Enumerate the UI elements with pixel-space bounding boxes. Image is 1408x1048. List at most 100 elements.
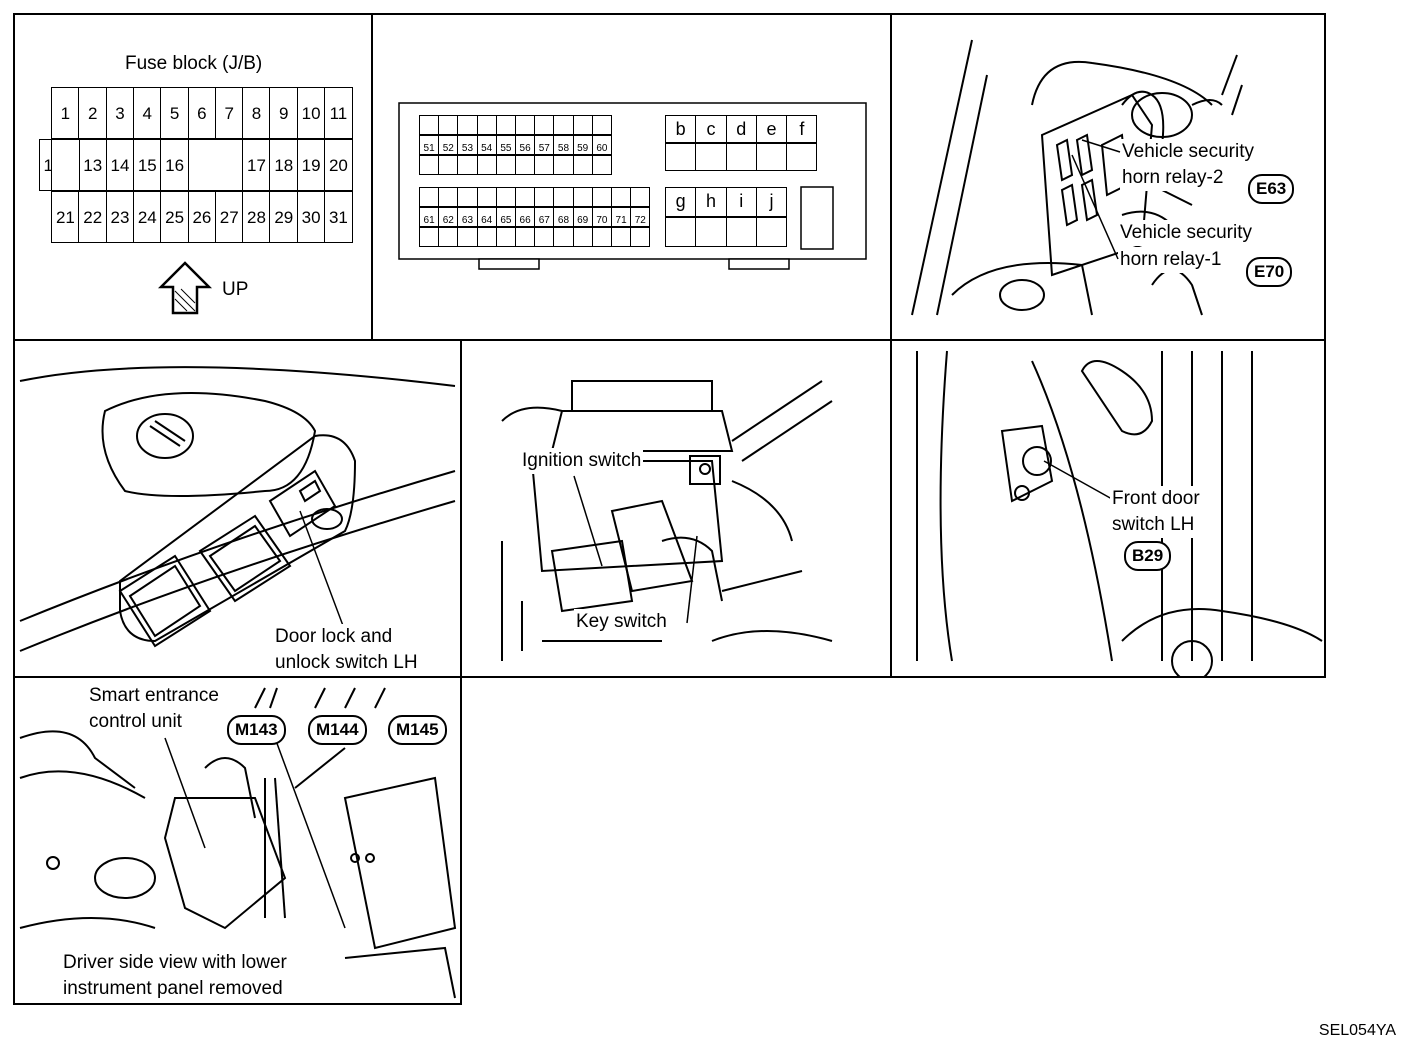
fuse-cell: 19 (296, 139, 326, 191)
fuse-cell: 28 (242, 191, 271, 243)
relay-blank-cell (611, 187, 632, 207)
door-lock-label-line2: unlock switch LH (273, 650, 420, 676)
relay-cell: 54 (476, 135, 497, 155)
relay-blank-cell (476, 155, 497, 175)
relay-leader-lines (1071, 139, 1121, 260)
relay-cell: g (665, 187, 697, 217)
figure-id: SEL054YA (1318, 1022, 1396, 1039)
relay-cell: 70 (591, 207, 612, 227)
relay-cell: f (786, 115, 818, 143)
m144-connector-badge: M144 (308, 715, 367, 745)
fuse-cell: 9 (269, 87, 299, 139)
relay-blank-cell (786, 143, 818, 171)
relay-blank-cell (515, 115, 536, 135)
fuse-cell: 7 (214, 87, 244, 139)
relay-cell: b (665, 115, 697, 143)
fuse-blank-cell (51, 139, 80, 191)
relay-blank-cell (476, 187, 497, 207)
relay-blank-cell (665, 143, 697, 171)
relay1-label-line2: horn relay-1 (1118, 247, 1224, 273)
relay-blank-cell (534, 115, 555, 135)
fuse-cell: 27 (214, 191, 244, 243)
smart-unit-label-line2: control unit (87, 709, 184, 735)
fuse-cell: 3 (105, 87, 135, 139)
fuse-cell: 26 (187, 191, 217, 243)
relay-blank-cell (755, 143, 788, 171)
relay-blank-cell (419, 227, 440, 247)
relay-cell: 67 (534, 207, 555, 227)
relay-cell: 71 (611, 207, 632, 227)
relay-cell: d (725, 115, 757, 143)
fuse-cell: 20 (324, 139, 353, 191)
fuse-cell: 29 (269, 191, 299, 243)
door-lock-label-line1: Door lock and (273, 624, 395, 650)
relay-blank-cell (457, 227, 478, 247)
relay-blank-cell (457, 115, 478, 135)
smart-unit-panel: Smart entrance control unit M143 M144 M1… (13, 676, 462, 1005)
fuse-cell: 16 (160, 139, 189, 191)
driver-view-caption-line2: instrument panel removed (61, 976, 285, 1002)
relay-blank-cell (457, 187, 478, 207)
relay-blank-cell (495, 227, 516, 247)
fuse-cell: 11 (324, 87, 353, 139)
fuse-cell: 22 (78, 191, 108, 243)
front-door-label-line2: switch LH (1110, 512, 1197, 538)
fuse-cell: 5 (160, 87, 189, 139)
relay-cell: 60 (591, 135, 612, 155)
relay-cell: 63 (457, 207, 478, 227)
relay-blank-cell (515, 187, 536, 207)
engine-room-panel: Vehicle security horn relay-2 E63 Vehicl… (890, 13, 1326, 341)
relay-blank-cell (438, 227, 459, 247)
relay-blank-cell (572, 115, 593, 135)
m143-connector-badge: M143 (227, 715, 286, 745)
relay-blank-cell (611, 227, 632, 247)
relay-blank-cell (534, 155, 555, 175)
relay-blank-cell (438, 115, 459, 135)
fuse-cell: 30 (296, 191, 326, 243)
relay2-label-line1: Vehicle security (1120, 139, 1257, 165)
relay-blank-cell (534, 187, 555, 207)
relay-blank-cell (553, 227, 574, 247)
fuse-cell: 6 (187, 87, 217, 139)
relay-blank-cell (572, 155, 593, 175)
relay-blank-cell (591, 227, 612, 247)
m145-connector-badge: M145 (388, 715, 447, 745)
fuse-cell: 21 (51, 191, 80, 243)
e70-connector-badge: E70 (1246, 257, 1293, 287)
relay-blank-cell (725, 217, 757, 247)
fuse-cell: 10 (296, 87, 326, 139)
relay-cell: 52 (438, 135, 459, 155)
relay-cell: 58 (553, 135, 574, 155)
ignition-panel: Ignition switch Key switch (460, 339, 892, 678)
door-pillar-drawing (916, 350, 1323, 676)
relay-cell: e (755, 115, 788, 143)
relay-cell: c (695, 115, 727, 143)
relay-cell: 55 (495, 135, 516, 155)
door-trim-drawing (19, 366, 456, 652)
fuse-cell: 31 (324, 191, 353, 243)
relay-blank-cell (495, 187, 516, 207)
relay-blank-cell (725, 143, 757, 171)
relay-blank-cell (438, 187, 459, 207)
ignition-drawing (501, 380, 833, 661)
relay-cell: 51 (419, 135, 440, 155)
relay-cell: 61 (419, 207, 440, 227)
relay-cell: 53 (457, 135, 478, 155)
smart-unit-drawing (19, 687, 457, 999)
fuse-block-panel: Fuse block (J/B) 12345678910111213141516… (13, 13, 373, 341)
relay-blank-cell (591, 187, 612, 207)
relay-cell: 65 (495, 207, 516, 227)
relay-blank-cell (457, 155, 478, 175)
relay-blank-cell (419, 187, 440, 207)
relay-blank-cell (630, 187, 651, 207)
fuse-cell: 18 (269, 139, 299, 191)
relay-cell: 68 (553, 207, 574, 227)
driver-view-caption-line1: Driver side view with lower (61, 950, 289, 976)
fuse-block-title: Fuse block (J/B) (125, 53, 263, 74)
relay-blank-cell (476, 227, 497, 247)
relay-blank-cell (553, 115, 574, 135)
fuse-cell: 4 (132, 87, 162, 139)
relay-box-outline (398, 102, 867, 270)
relay-blank-cell (553, 155, 574, 175)
up-label: UP (222, 279, 249, 300)
